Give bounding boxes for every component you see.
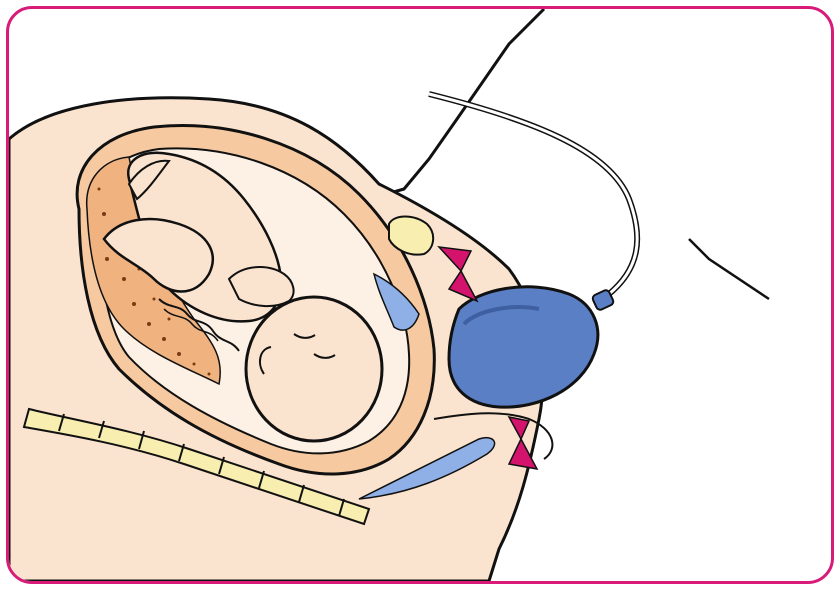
figure-frame	[6, 6, 834, 584]
illustration	[9, 9, 831, 581]
fetus-head	[246, 297, 382, 441]
leg-lower-outline	[689, 239, 769, 299]
balloon-catheter-icon	[449, 287, 615, 407]
